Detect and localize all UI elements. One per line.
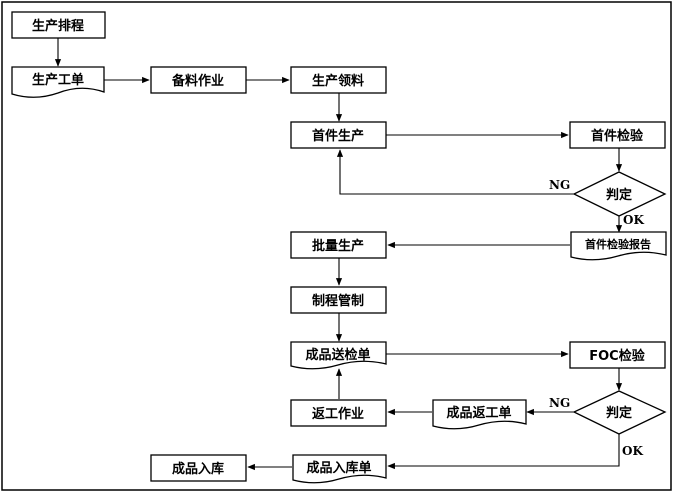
node-warehouse-receipt: 成品入库单	[292, 454, 387, 484]
node-rework-order-label: 成品返工单	[446, 405, 511, 421]
node-first-piece-production: 首件生产	[290, 121, 387, 149]
ok-label-2: OK	[622, 444, 643, 458]
node-work-order: 生产工单	[11, 66, 105, 98]
decision-judge-1: 判定	[572, 171, 667, 217]
node-first-piece-production-label: 首件生产	[312, 128, 364, 144]
node-warehousing: 成品入库	[150, 454, 247, 482]
node-first-piece-report: 首件检验报告	[570, 231, 667, 261]
node-work-order-label: 生产工单	[32, 72, 84, 88]
node-rework-label: 返工作业	[312, 406, 364, 422]
node-schedule: 生产排程	[11, 11, 106, 39]
node-inspection-request-label: 成品送检单	[305, 347, 370, 363]
node-process-control: 制程管制	[290, 286, 387, 314]
node-warehouse-receipt-label: 成品入库单	[306, 460, 371, 476]
connectors	[54, 38, 623, 471]
node-rework-order: 成品返工单	[432, 399, 527, 430]
node-mass-production-label: 批量生产	[312, 238, 364, 254]
decision-judge-2-label: 判定	[606, 405, 632, 421]
arrow-judge-1-ng-loop	[336, 149, 574, 195]
node-foc-inspection-label: FOC检验	[589, 348, 645, 364]
node-foc-inspection: FOC检验	[569, 341, 666, 369]
decision-judge-2: 判定	[572, 390, 667, 435]
ng-label-1: NG	[549, 178, 570, 192]
node-mass-production: 批量生产	[290, 231, 387, 259]
node-warehousing-label: 成品入库	[172, 461, 224, 477]
ng-label-2: NG	[549, 396, 570, 410]
decision-judge-1-label: 判定	[606, 187, 632, 203]
node-inspection-request: 成品送检单	[290, 341, 387, 370]
node-rework: 返工作业	[290, 399, 387, 427]
node-process-control-label: 制程管制	[312, 293, 364, 309]
node-material-prep-label: 备料作业	[171, 73, 224, 89]
ok-label-1: OK	[623, 213, 644, 227]
node-first-piece-inspection: 首件检验	[569, 121, 666, 149]
node-first-piece-inspection-label: 首件检验	[591, 128, 644, 144]
node-material-pick: 生产领料	[290, 66, 387, 94]
node-material-pick-label: 生产领料	[312, 73, 364, 89]
node-first-piece-report-label: 首件检验报告	[585, 237, 651, 251]
arrow-judge-2-ok-to-receipt	[387, 434, 620, 470]
node-schedule-label: 生产排程	[32, 18, 84, 34]
node-material-prep: 备料作业	[150, 66, 247, 94]
